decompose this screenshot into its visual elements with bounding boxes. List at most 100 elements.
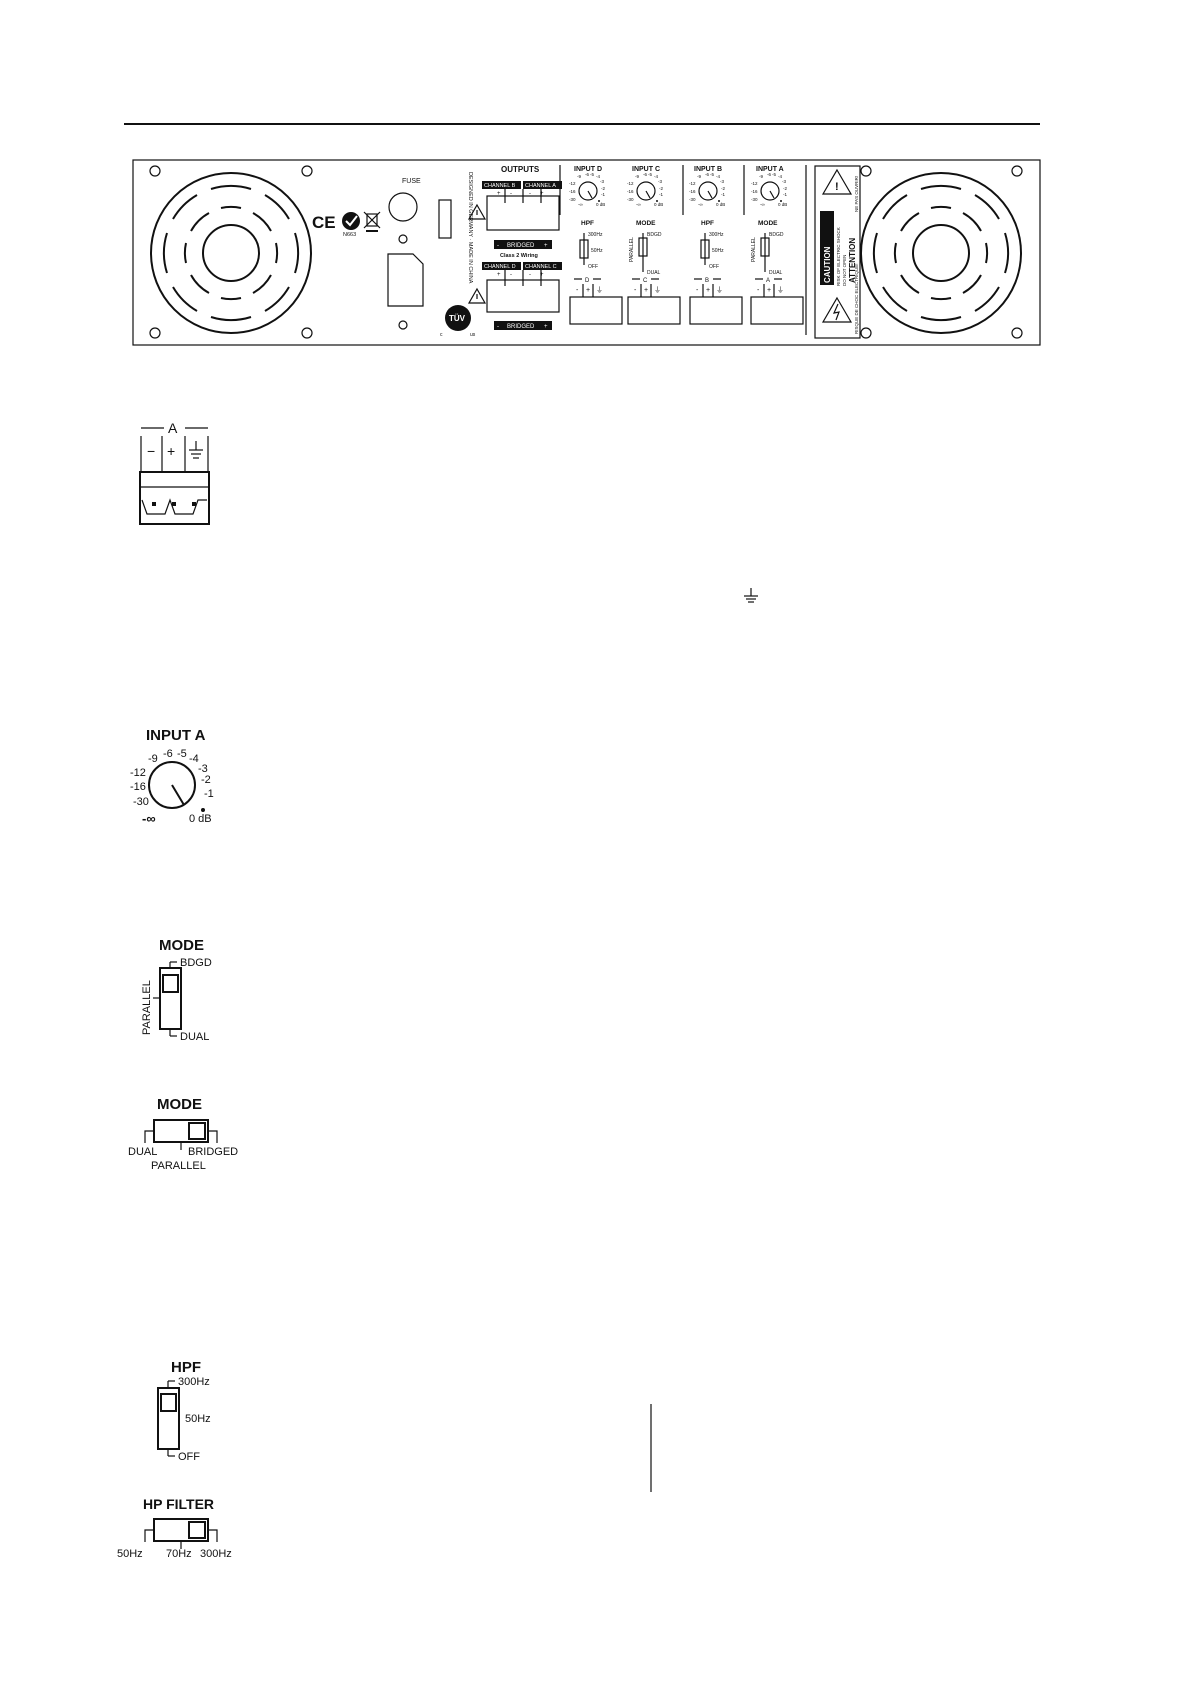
svg-text:-1: -1 xyxy=(601,192,605,197)
svg-text:-2: -2 xyxy=(201,774,211,786)
svg-text:50Hz: 50Hz xyxy=(591,248,603,254)
input-c-gain-knob[interactable] xyxy=(636,181,656,201)
svg-text:PARALLEL: PARALLEL xyxy=(751,237,757,262)
c-tick-code: N663 xyxy=(343,232,356,238)
input-c-terminal-block xyxy=(627,296,681,325)
bridged-badge-bottom xyxy=(494,321,552,330)
svg-text:-4: -4 xyxy=(596,174,600,179)
input-a-mode-switch[interactable] xyxy=(760,237,770,257)
svg-text:+: + xyxy=(544,324,548,330)
mode-h-parallel-label: PARALLEL xyxy=(151,1160,206,1172)
svg-text:-2: -2 xyxy=(601,186,605,191)
input-c-mode-switch[interactable] xyxy=(638,237,648,257)
svg-text:-30: -30 xyxy=(689,197,696,202)
svg-text:INPUT D: INPUT D xyxy=(574,166,602,173)
hpf-vertical-slider[interactable] xyxy=(160,1393,177,1412)
svg-text:-2: -2 xyxy=(659,186,663,191)
lightning-triangle-icon xyxy=(821,296,853,323)
svg-text:BRIDGED: BRIDGED xyxy=(507,243,535,249)
hp-filter-slider[interactable] xyxy=(188,1521,206,1539)
svg-text:⏚: ⏚ xyxy=(716,286,723,294)
panel-outline xyxy=(132,159,1041,346)
outputs-label: OUTPUTS xyxy=(501,165,540,174)
input-a-dial-knob[interactable] xyxy=(148,761,196,809)
svg-text:-30: -30 xyxy=(751,197,758,202)
svg-text:-: - xyxy=(497,324,499,330)
svg-text:-: - xyxy=(576,287,579,294)
terminal-a-label: A xyxy=(168,420,178,436)
mode-switch-vertical-detail: MODE BDGD PARALLEL DUAL xyxy=(141,937,212,1043)
panel-screws xyxy=(149,165,1023,339)
amplifier-rear-panel: CE N663 FUSE DESIGNED IN GERMANY · MADE … xyxy=(132,159,1041,346)
svg-text:PARALLEL: PARALLEL xyxy=(629,237,635,262)
mode-horizontal-slider[interactable] xyxy=(188,1122,206,1140)
svg-text:RISQUE DE CHOC ELECTRIQUE!: RISQUE DE CHOC ELECTRIQUE! xyxy=(854,263,859,334)
svg-text:-9: -9 xyxy=(577,174,581,179)
svg-text:-30: -30 xyxy=(627,197,634,202)
input-d-hpf-switch[interactable] xyxy=(579,239,589,259)
input-d-gain-knob[interactable] xyxy=(578,181,598,201)
svg-text:MODE: MODE xyxy=(758,220,778,227)
mode-h-dual-label: DUAL xyxy=(128,1146,157,1158)
svg-text:CHANNEL C: CHANNEL C xyxy=(525,264,557,270)
svg-text:0 dB: 0 dB xyxy=(596,202,605,207)
input-a-gain-knob[interactable] xyxy=(760,181,780,201)
svg-text:-3: -3 xyxy=(782,179,786,184)
svg-text:-4: -4 xyxy=(189,753,199,765)
hp-filter-70-label: 70Hz xyxy=(166,1548,192,1560)
svg-text:-: - xyxy=(510,191,512,197)
svg-text:-9: -9 xyxy=(148,753,158,765)
svg-text:-6: -6 xyxy=(767,172,771,177)
svg-text:-3: -3 xyxy=(720,179,724,184)
svg-text:-2: -2 xyxy=(783,186,787,191)
svg-text:-12: -12 xyxy=(751,181,758,186)
svg-text:OFF: OFF xyxy=(588,264,598,270)
warning-triangle-icon xyxy=(821,168,853,195)
svg-text:-: - xyxy=(634,287,637,294)
input-d-terminal-block xyxy=(569,296,623,325)
terminal-a-detail: A − + xyxy=(139,420,210,525)
svg-text:-3: -3 xyxy=(600,179,604,184)
svg-text:0 dB: 0 dB xyxy=(189,813,212,825)
hp-filter-50-label: 50Hz xyxy=(117,1548,143,1560)
mode-vertical-slider[interactable] xyxy=(162,974,179,993)
svg-text:HPF: HPF xyxy=(701,220,714,227)
designed-in-germany-label: DESIGNED IN GERMANY · MADE IN CHINA xyxy=(467,172,473,284)
svg-text:OFF: OFF xyxy=(709,264,719,270)
svg-text:-5: -5 xyxy=(590,172,594,177)
ground-icon xyxy=(744,588,758,603)
ground-icon xyxy=(189,441,203,459)
svg-text:-6: -6 xyxy=(705,172,709,177)
svg-text:-∞: -∞ xyxy=(760,202,765,207)
svg-text:⏚: ⏚ xyxy=(596,286,603,294)
fuse-holder xyxy=(388,192,418,222)
svg-text:MODE: MODE xyxy=(636,220,656,227)
input-a-dial-detail: INPUT A -9 -6 -5 -4 -3 -2 -1 -12 -16 -30… xyxy=(130,727,214,826)
input-a-group: INPUT A -9 -6 -5 -4 -12 -3 -16 -2 -30 -1… xyxy=(750,166,804,325)
svg-text:-6: -6 xyxy=(585,172,589,177)
svg-text:-16: -16 xyxy=(569,189,576,194)
svg-text:-16: -16 xyxy=(130,781,146,793)
svg-text:TÜV: TÜV xyxy=(449,314,466,323)
svg-text:-∞: -∞ xyxy=(698,202,703,207)
svg-text:-16: -16 xyxy=(751,189,758,194)
svg-text:-: - xyxy=(529,272,531,278)
svg-text:⏚: ⏚ xyxy=(777,286,784,294)
svg-text:-: - xyxy=(529,191,531,197)
hp-filter-horizontal-detail: HP FILTER 50Hz 70Hz 300Hz xyxy=(117,1496,232,1560)
svg-text:us: us xyxy=(470,332,476,338)
svg-text:+: + xyxy=(644,287,648,294)
svg-text:-: - xyxy=(497,243,499,249)
svg-text:-3: -3 xyxy=(198,763,208,775)
input-b-gain-knob[interactable] xyxy=(698,181,718,201)
svg-text:-12: -12 xyxy=(569,181,576,186)
svg-text:-9: -9 xyxy=(759,174,763,179)
svg-text:-1: -1 xyxy=(204,788,214,800)
svg-text:-: - xyxy=(757,287,760,294)
channel-d-badge xyxy=(482,262,521,270)
svg-text:+: + xyxy=(540,191,544,197)
input-b-hpf-switch[interactable] xyxy=(700,239,710,259)
svg-text:+: + xyxy=(544,243,548,249)
bridged-badge-top xyxy=(494,240,552,249)
socket-screw-top xyxy=(398,234,408,244)
